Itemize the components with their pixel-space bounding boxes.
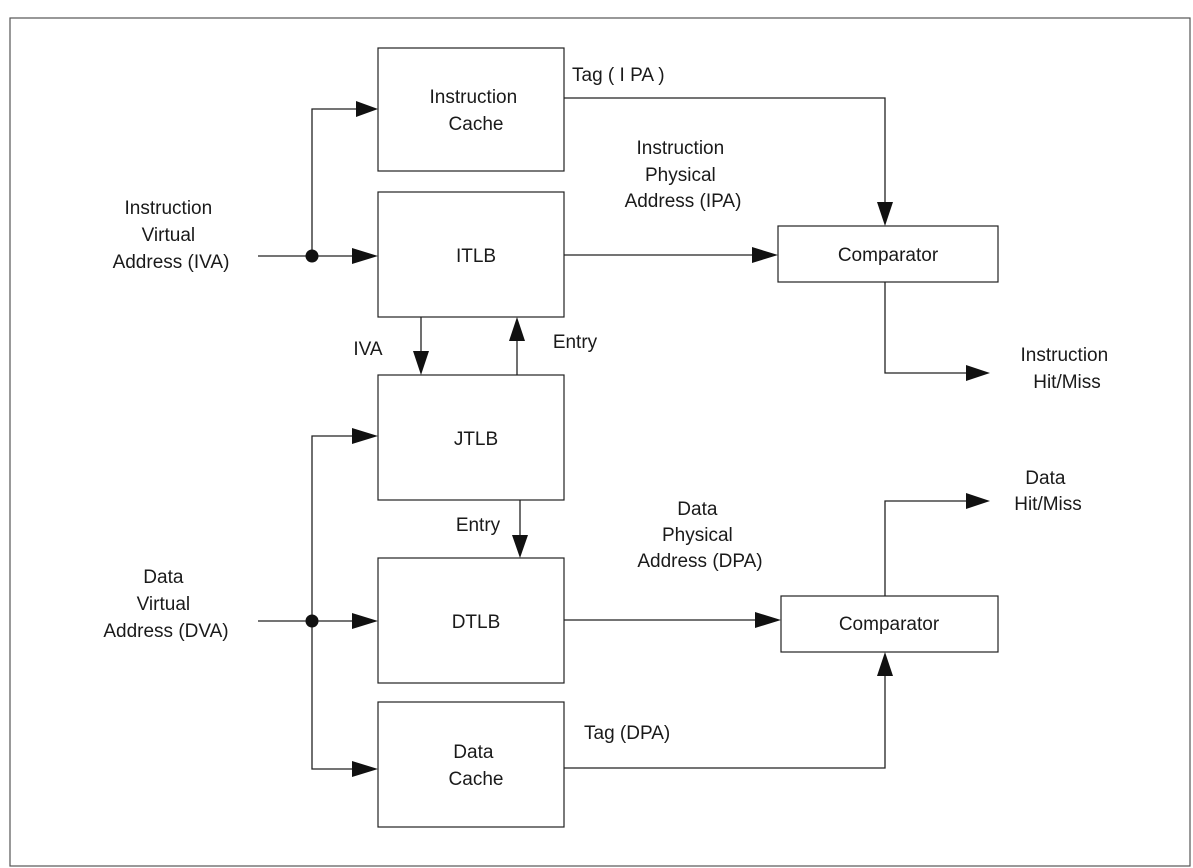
- instruction-cache-label: Instruction Cache: [430, 87, 523, 135]
- data-comparator-label: Comparator: [839, 614, 940, 635]
- instruction-hit-miss-label: Instruction Hit/Miss: [1021, 345, 1114, 393]
- entry-up-label: Entry: [553, 332, 598, 353]
- jtlb-block: JTLB: [377, 374, 565, 501]
- iva-junction-dot: [305, 249, 319, 263]
- tag-ipa-label: Tag ( I PA ): [572, 65, 665, 86]
- data-hit-miss-label: Data Hit/Miss: [1014, 468, 1082, 515]
- data-physical-address-label: Data Physical Address (DPA): [637, 499, 762, 572]
- instruction-comparator-label: Comparator: [838, 245, 939, 266]
- data-comparator-block: Comparator: [780, 595, 999, 653]
- connections: [258, 97, 968, 770]
- dtlb-label: DTLB: [452, 612, 501, 633]
- jtlb-label: JTLB: [454, 429, 498, 450]
- data-cache-block: Data Cache: [377, 701, 565, 828]
- arrowheads: [352, 101, 990, 777]
- instruction-comparator-block: Comparator: [777, 225, 999, 283]
- itlb-block: ITLB: [377, 191, 565, 318]
- itlb-label: ITLB: [456, 246, 496, 267]
- entry-down-label: Entry: [456, 515, 501, 536]
- instruction-cache-block: Instruction Cache: [377, 47, 565, 172]
- tag-dpa-label: Tag (DPA): [584, 723, 670, 744]
- data-cache-label: Data Cache: [449, 742, 504, 790]
- instruction-physical-address-label: Instruction Physical Address (IPA): [625, 138, 742, 212]
- diagram-frame: [9, 17, 1191, 867]
- dva-junction-dot: [305, 614, 319, 628]
- instruction-virtual-address-label: Instruction Virtual Address (IVA): [113, 198, 230, 273]
- dtlb-block: DTLB: [377, 557, 565, 684]
- iva-label: IVA: [353, 339, 383, 360]
- data-virtual-address-label: Data Virtual Address (DVA): [103, 567, 228, 642]
